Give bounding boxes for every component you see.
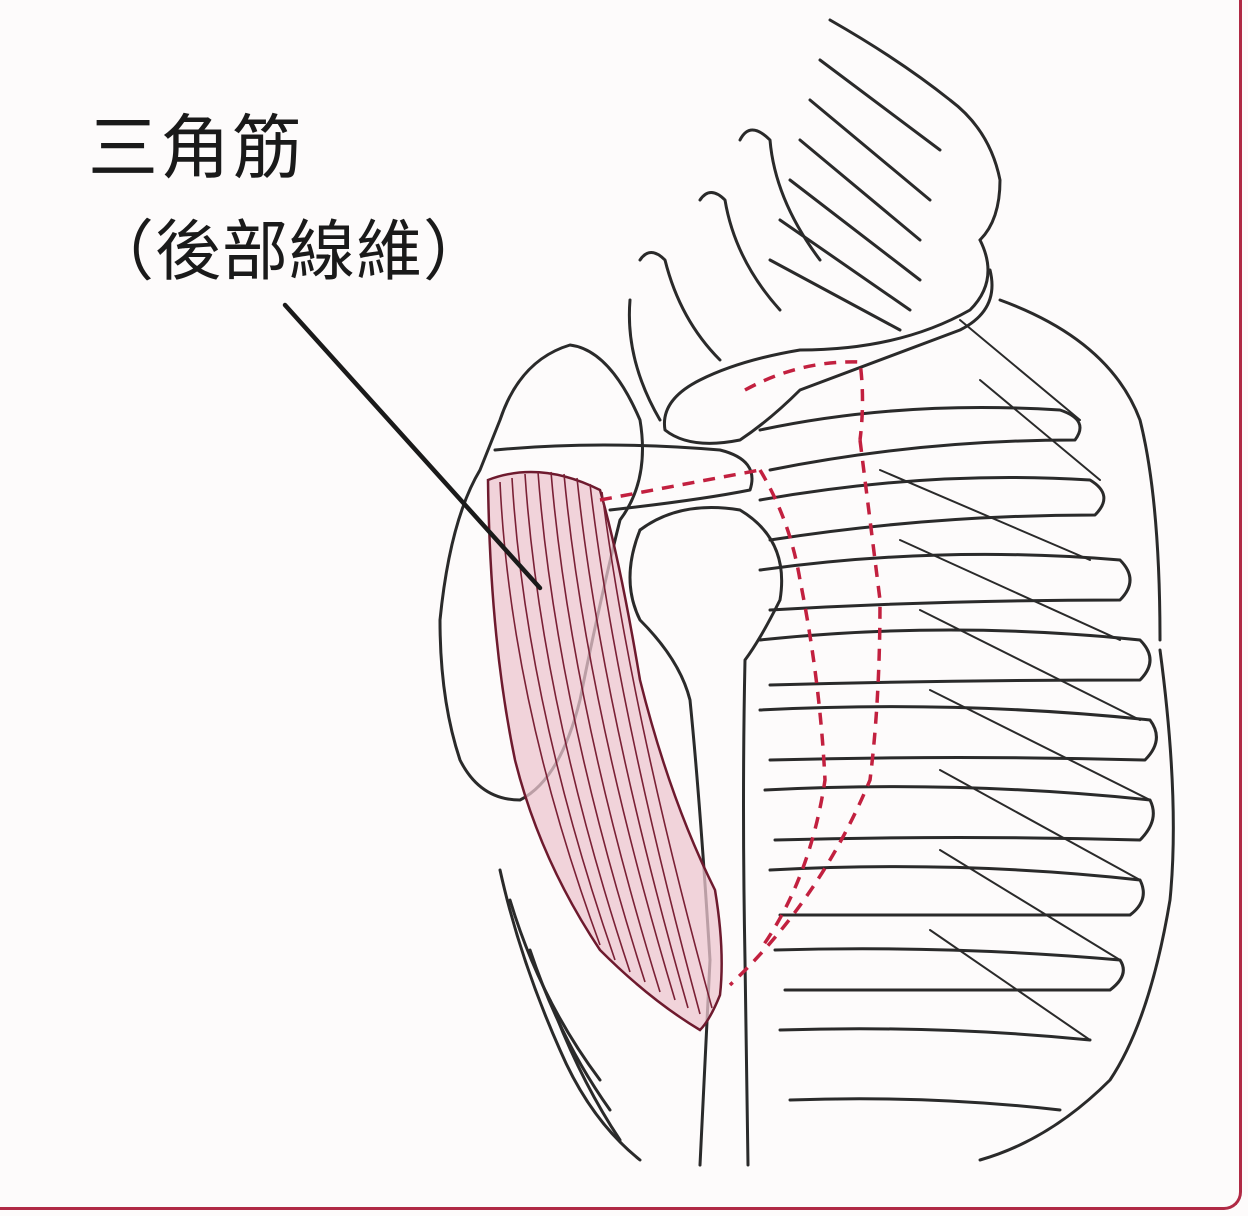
leader-line	[282, 302, 543, 591]
right-ribs	[758, 298, 1175, 1162]
muscle-part-label: （後部線維）	[88, 213, 490, 290]
humerus	[638, 506, 784, 1167]
intercostal-lines	[879, 319, 1151, 1041]
upper-left-ribs	[627, 128, 822, 422]
dashed-outline	[599, 360, 882, 987]
clavicle	[662, 238, 994, 445]
muscle-name-label: 三角筋	[88, 107, 304, 189]
deltoid-posterior-fibers	[486, 470, 723, 1032]
cervical-spine	[768, 18, 1002, 332]
left-ribs	[498, 868, 642, 1162]
